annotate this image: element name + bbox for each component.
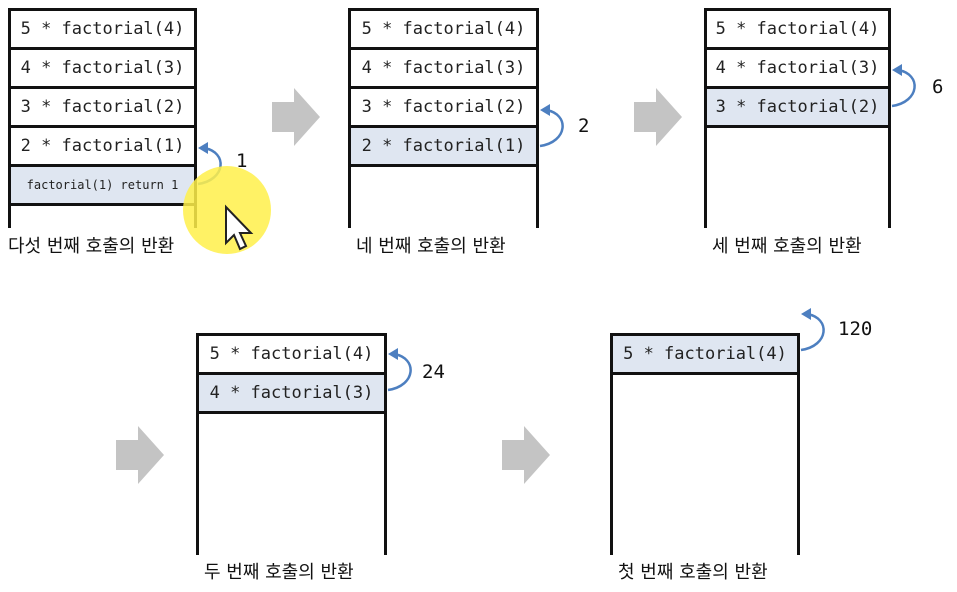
stack-row-returning: factorial(1) return 1 [11, 167, 194, 206]
arrow-right-icon [502, 426, 550, 484]
curved-return-arrow-icon [539, 104, 564, 148]
stack-row: 4 * factorial(3) [707, 50, 888, 89]
stack-row: 4 * factorial(3) [11, 50, 194, 89]
stack-row: 3 * factorial(2) [351, 89, 536, 128]
arrow-right-icon [634, 88, 682, 146]
call-stack-panel-1: 5 * factorial(4) 4 * factorial(3) 3 * fa… [8, 8, 197, 228]
stack-row-returning: 4 * factorial(3) [199, 375, 384, 414]
returned-value: 120 [838, 318, 873, 340]
panel-caption: 네 번째 호출의 반환 [356, 236, 506, 257]
returned-value: 1 [236, 150, 248, 172]
panel-caption: 첫 번째 호출의 반환 [618, 562, 768, 583]
panel-caption: 다섯 번째 호출의 반환 [8, 236, 175, 257]
stack-row: 5 * factorial(4) [199, 336, 384, 375]
panel-caption: 두 번째 호출의 반환 [204, 562, 354, 583]
stack-row-returning: 3 * factorial(2) [707, 89, 888, 128]
curved-return-arrow-icon [387, 348, 412, 392]
stack-row: 5 * factorial(4) [11, 11, 194, 50]
stack-row: 5 * factorial(4) [351, 11, 536, 50]
arrow-right-icon [272, 88, 320, 146]
stack-row-returning: 2 * factorial(1) [351, 128, 536, 167]
arrow-right-icon [116, 426, 164, 484]
stack-row: 2 * factorial(1) [11, 128, 194, 167]
stack-row: 3 * factorial(2) [11, 89, 194, 128]
curved-return-arrow-icon [891, 64, 916, 108]
call-stack-panel-3: 5 * factorial(4) 4 * factorial(3) 3 * fa… [704, 8, 891, 228]
call-stack-panel-2: 5 * factorial(4) 4 * factorial(3) 3 * fa… [348, 8, 539, 228]
call-stack-panel-4: 5 * factorial(4) 4 * factorial(3) [196, 333, 387, 555]
panel-caption: 세 번째 호출의 반환 [712, 236, 862, 257]
returned-value: 2 [578, 115, 590, 137]
stack-row: 4 * factorial(3) [351, 50, 536, 89]
call-stack-panel-5: 5 * factorial(4) [610, 333, 800, 555]
curved-return-arrow-icon [800, 308, 825, 352]
mouse-pointer-icon [182, 165, 272, 255]
returned-value: 24 [422, 361, 445, 383]
stack-row-returning: 5 * factorial(4) [613, 336, 797, 375]
stack-row: 5 * factorial(4) [707, 11, 888, 50]
returned-value: 6 [932, 76, 944, 98]
